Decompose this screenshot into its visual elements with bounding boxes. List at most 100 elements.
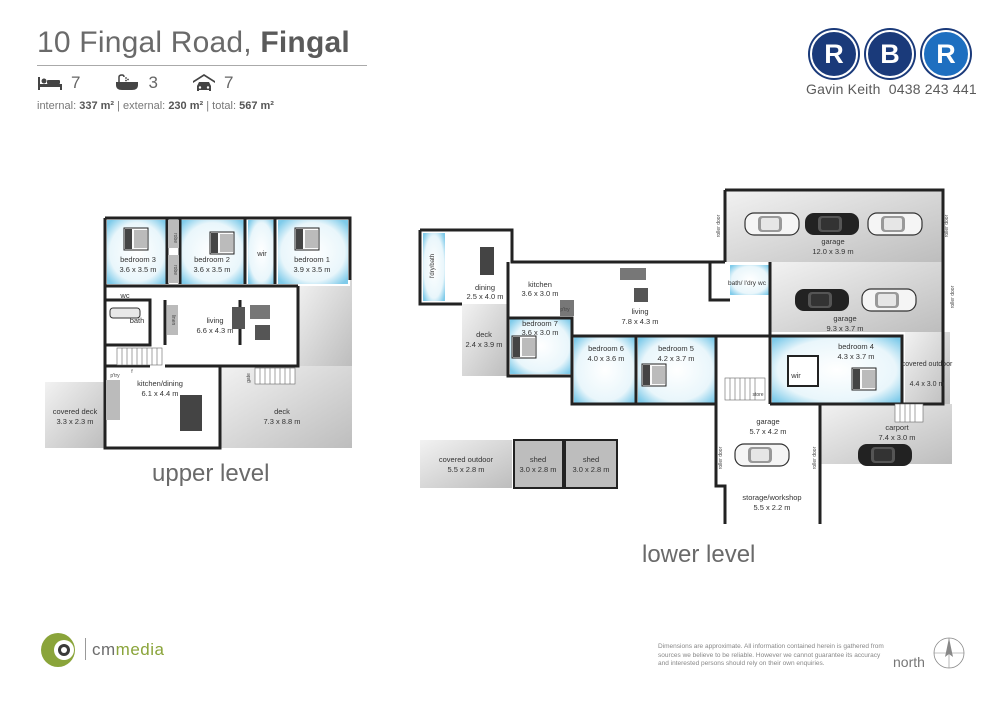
lower-covered-outdoor-2-label: covered outdoor bbox=[439, 455, 494, 464]
upper-bedroom-3-dims: 3.6 x 3.5 m bbox=[119, 265, 156, 274]
upper-level-label: upper level bbox=[152, 460, 270, 487]
covered-deck-area bbox=[45, 382, 105, 448]
wir-room bbox=[248, 220, 275, 284]
north-label: north bbox=[893, 654, 925, 670]
lower-carport-dims: 7.4 x 3.0 m bbox=[878, 433, 915, 442]
car-spaces-stat: 7 bbox=[192, 73, 233, 93]
separator: | bbox=[206, 100, 210, 112]
street-address: 10 Fingal Road, bbox=[37, 26, 252, 59]
lower-garage-1-label: garage bbox=[821, 237, 844, 246]
lower-storage-label: storage/workshop bbox=[742, 493, 801, 502]
upper-kitchen-label: kitchen/dining bbox=[137, 379, 183, 388]
upper-covered-deck-label: covered deck bbox=[53, 407, 98, 416]
lower-bedroom-7-label: bedroom 7 bbox=[522, 319, 558, 328]
lower-kitchen-dims: 3.6 x 3.0 m bbox=[521, 289, 558, 298]
cmmedia-brand: cmmedia bbox=[92, 640, 164, 660]
brand-prefix: cm bbox=[92, 640, 116, 659]
lower-living-label: living bbox=[631, 307, 648, 316]
bathrooms-count: 3 bbox=[148, 73, 158, 92]
lower-dining-dims: 2.5 x 4.0 m bbox=[466, 292, 503, 301]
lower-dining-label: dining bbox=[475, 283, 495, 292]
robe-label: robe bbox=[172, 265, 178, 275]
property-stats: 7 3 7 bbox=[37, 73, 259, 93]
logo-letter-3: R bbox=[922, 30, 970, 78]
bath-icon bbox=[116, 74, 139, 90]
lower-wc-label: wc bbox=[757, 280, 767, 287]
logo-letter-2: B bbox=[866, 30, 914, 78]
linen-label: linen bbox=[170, 315, 176, 326]
lower-deck-area bbox=[462, 304, 508, 376]
cmmedia-logo-icon bbox=[41, 633, 75, 667]
lower-bedroom-5-dims: 4.2 x 3.7 m bbox=[657, 354, 694, 363]
lower-shed-1-label: shed bbox=[530, 455, 546, 464]
roller-door-label: roller door bbox=[718, 446, 724, 469]
lower-bedroom-4-dims: 4.3 x 3.7 m bbox=[837, 352, 874, 361]
bedroom-6-room bbox=[574, 336, 636, 404]
floor-areas: internal: 337 m² | external: 230 m² | to… bbox=[37, 100, 274, 112]
shed-2-area bbox=[564, 439, 618, 489]
wir-room bbox=[787, 355, 819, 387]
roller-door-label: roller door bbox=[944, 214, 950, 237]
upper-bedroom-1-dims: 3.9 x 3.5 m bbox=[293, 265, 330, 274]
north-compass-icon bbox=[933, 637, 965, 669]
external-area: 230 m² bbox=[168, 100, 204, 112]
upper-bath-label: bath bbox=[130, 316, 145, 325]
lower-carport-label: carport bbox=[885, 423, 909, 432]
bathrooms-stat: 3 bbox=[114, 73, 158, 93]
storage-area bbox=[725, 486, 820, 524]
upper-bedroom-2-dims: 3.6 x 3.5 m bbox=[193, 265, 230, 274]
lower-covered-outdoor-dims: 4.4 x 3.0 m bbox=[910, 381, 945, 388]
pantry-label: p'try bbox=[560, 307, 570, 313]
lower-bedroom-5-label: bedroom 5 bbox=[658, 344, 694, 353]
agent-contact: Gavin Keith 0438 243 441 bbox=[806, 81, 977, 97]
suburb: Fingal bbox=[260, 26, 350, 59]
property-title: 10 Fingal Road, Fingal bbox=[37, 26, 350, 60]
garage-car-icon bbox=[192, 74, 215, 91]
bed-icon bbox=[38, 77, 62, 90]
shed-1-area bbox=[513, 439, 564, 489]
upper-wc-label: wc bbox=[119, 291, 129, 300]
upper-kitchen-dims: 6.1 x 4.4 m bbox=[141, 389, 178, 398]
lower-covered-outdoor-2-dims: 5.5 x 2.8 m bbox=[447, 465, 484, 474]
lower-bedroom-4-label: bedroom 4 bbox=[838, 342, 874, 351]
lower-shed-2-label: shed bbox=[583, 455, 599, 464]
title-divider bbox=[37, 65, 367, 66]
total-area: 567 m² bbox=[239, 100, 274, 112]
covered-outdoor-area bbox=[420, 440, 512, 488]
deck-side-area bbox=[298, 280, 352, 366]
upper-living-dims: 6.6 x 4.3 m bbox=[196, 326, 233, 335]
upper-bedroom-1-label: bedroom 1 bbox=[294, 255, 330, 264]
lower-bath-laundry-label: bath/ l'dry bbox=[728, 280, 757, 287]
lower-wir-label: wir bbox=[790, 371, 801, 380]
lower-bedroom-6-label: bedroom 6 bbox=[588, 344, 624, 353]
robe-label: robe bbox=[172, 233, 178, 243]
total-label: total: bbox=[212, 100, 237, 112]
upper-bedroom-2-label: bedroom 2 bbox=[194, 255, 230, 264]
lower-shed-2-dims: 3.0 x 2.8 m bbox=[572, 465, 609, 474]
lower-garage-3-label: garage bbox=[756, 417, 779, 426]
roller-door-label: roller door bbox=[716, 214, 722, 237]
lower-shed-1-dims: 3.0 x 2.8 m bbox=[519, 465, 556, 474]
lower-garage-2-label: garage bbox=[833, 314, 856, 323]
agent-name: Gavin Keith bbox=[806, 81, 881, 97]
external-label: external: bbox=[123, 100, 166, 112]
logo-letter-1: R bbox=[810, 30, 858, 78]
brand-divider bbox=[85, 638, 86, 660]
laundry-bath-room bbox=[423, 233, 445, 301]
upper-deck-label: deck bbox=[274, 407, 290, 416]
roller-door-label: roller door bbox=[950, 285, 956, 308]
gate-label: gate bbox=[246, 373, 252, 383]
lower-living-dims: 7.8 x 4.3 m bbox=[621, 317, 658, 326]
car-spaces-count: 7 bbox=[223, 73, 234, 92]
bedrooms-count: 7 bbox=[71, 73, 81, 92]
internal-area: 337 m² bbox=[79, 100, 115, 112]
upper-level-plan: bedroom 3 3.6 x 3.5 m bedroom 2 3.6 x 3.… bbox=[45, 216, 352, 450]
lower-ldry-bath-label: l'dry/bath bbox=[430, 254, 436, 278]
fridge-label: f bbox=[131, 369, 133, 375]
separator: | bbox=[117, 100, 120, 112]
lower-covered-outdoor-label: covered outdoor bbox=[902, 361, 953, 368]
lower-garage-2-dims: 9.3 x 3.7 m bbox=[826, 324, 863, 333]
bedrooms-stat: 7 bbox=[37, 73, 80, 93]
lower-level-label: lower level bbox=[642, 541, 756, 568]
